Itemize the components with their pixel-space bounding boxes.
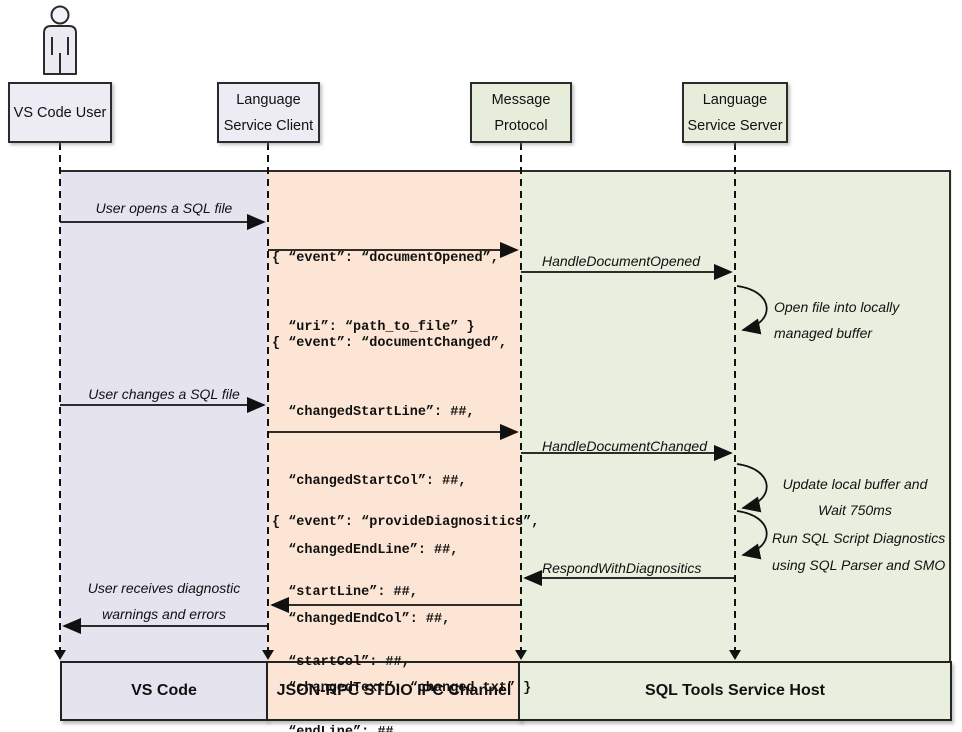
bottom-box-ipc-channel: JSON-RPC STDIO IPC Channel	[266, 661, 522, 721]
self-loop-run-diagnostics	[736, 510, 768, 560]
lifeline-end-arrow-server	[729, 650, 741, 660]
label-handle-document-opened: HandleDocumentOpened	[542, 253, 700, 269]
self-loop-update-buffer	[736, 463, 768, 513]
lifeline-end-arrow-protocol	[515, 650, 527, 660]
participant-label: Service Server	[687, 117, 783, 134]
label-respond-with-diagnostics: RespondWithDiagnositics	[542, 560, 702, 576]
lifeline-end-arrow-client	[262, 650, 274, 660]
bottom-box-service-host: SQL Tools Service Host	[518, 661, 952, 721]
participant-label: VS Code User	[13, 104, 107, 121]
participant-vscode-user: VS Code User	[8, 82, 112, 143]
participant-message-protocol: Message Protocol	[470, 82, 572, 143]
participant-language-service-client: Language Service Client	[217, 82, 320, 143]
label-user-opens-file: User opens a SQL file	[95, 200, 233, 216]
lane-vscode	[60, 171, 268, 721]
label-handle-document-changed: HandleDocumentChanged	[542, 438, 707, 454]
participant-label: Message	[491, 91, 551, 108]
lane-ipc-channel	[268, 171, 520, 721]
participant-language-service-server: Language Service Server	[682, 82, 788, 143]
self-loop-open-buffer	[736, 285, 768, 335]
payload-provide-diagnostics: { “event”: “provideDiagnositics”, “start…	[272, 515, 540, 732]
lifeline-end-arrow-user	[54, 650, 66, 660]
participant-label: Language	[702, 91, 768, 108]
label-user-changes-file: User changes a SQL file	[88, 386, 240, 402]
label-user-receives-diagnostics: User receives diagnostic warnings and er…	[87, 580, 241, 622]
user-actor-icon	[43, 5, 77, 75]
note-update-buffer: Update local buffer and Wait 750ms	[782, 476, 928, 518]
participant-label: Protocol	[494, 117, 548, 134]
note-open-buffer: Open file into locally managed buffer	[774, 299, 900, 341]
note-run-diagnostics: Run SQL Script Diagnostics using SQL Par…	[772, 530, 946, 573]
participant-label: Service Client	[223, 117, 314, 134]
payload-document-opened: { “event”: “documentOpened”, “uri”: “pat…	[272, 251, 499, 335]
participant-label: Language	[236, 91, 301, 108]
payload-document-changed: { “event”: “documentChanged”, “changedSt…	[272, 336, 532, 696]
bottom-box-vscode: VS Code	[60, 661, 268, 721]
